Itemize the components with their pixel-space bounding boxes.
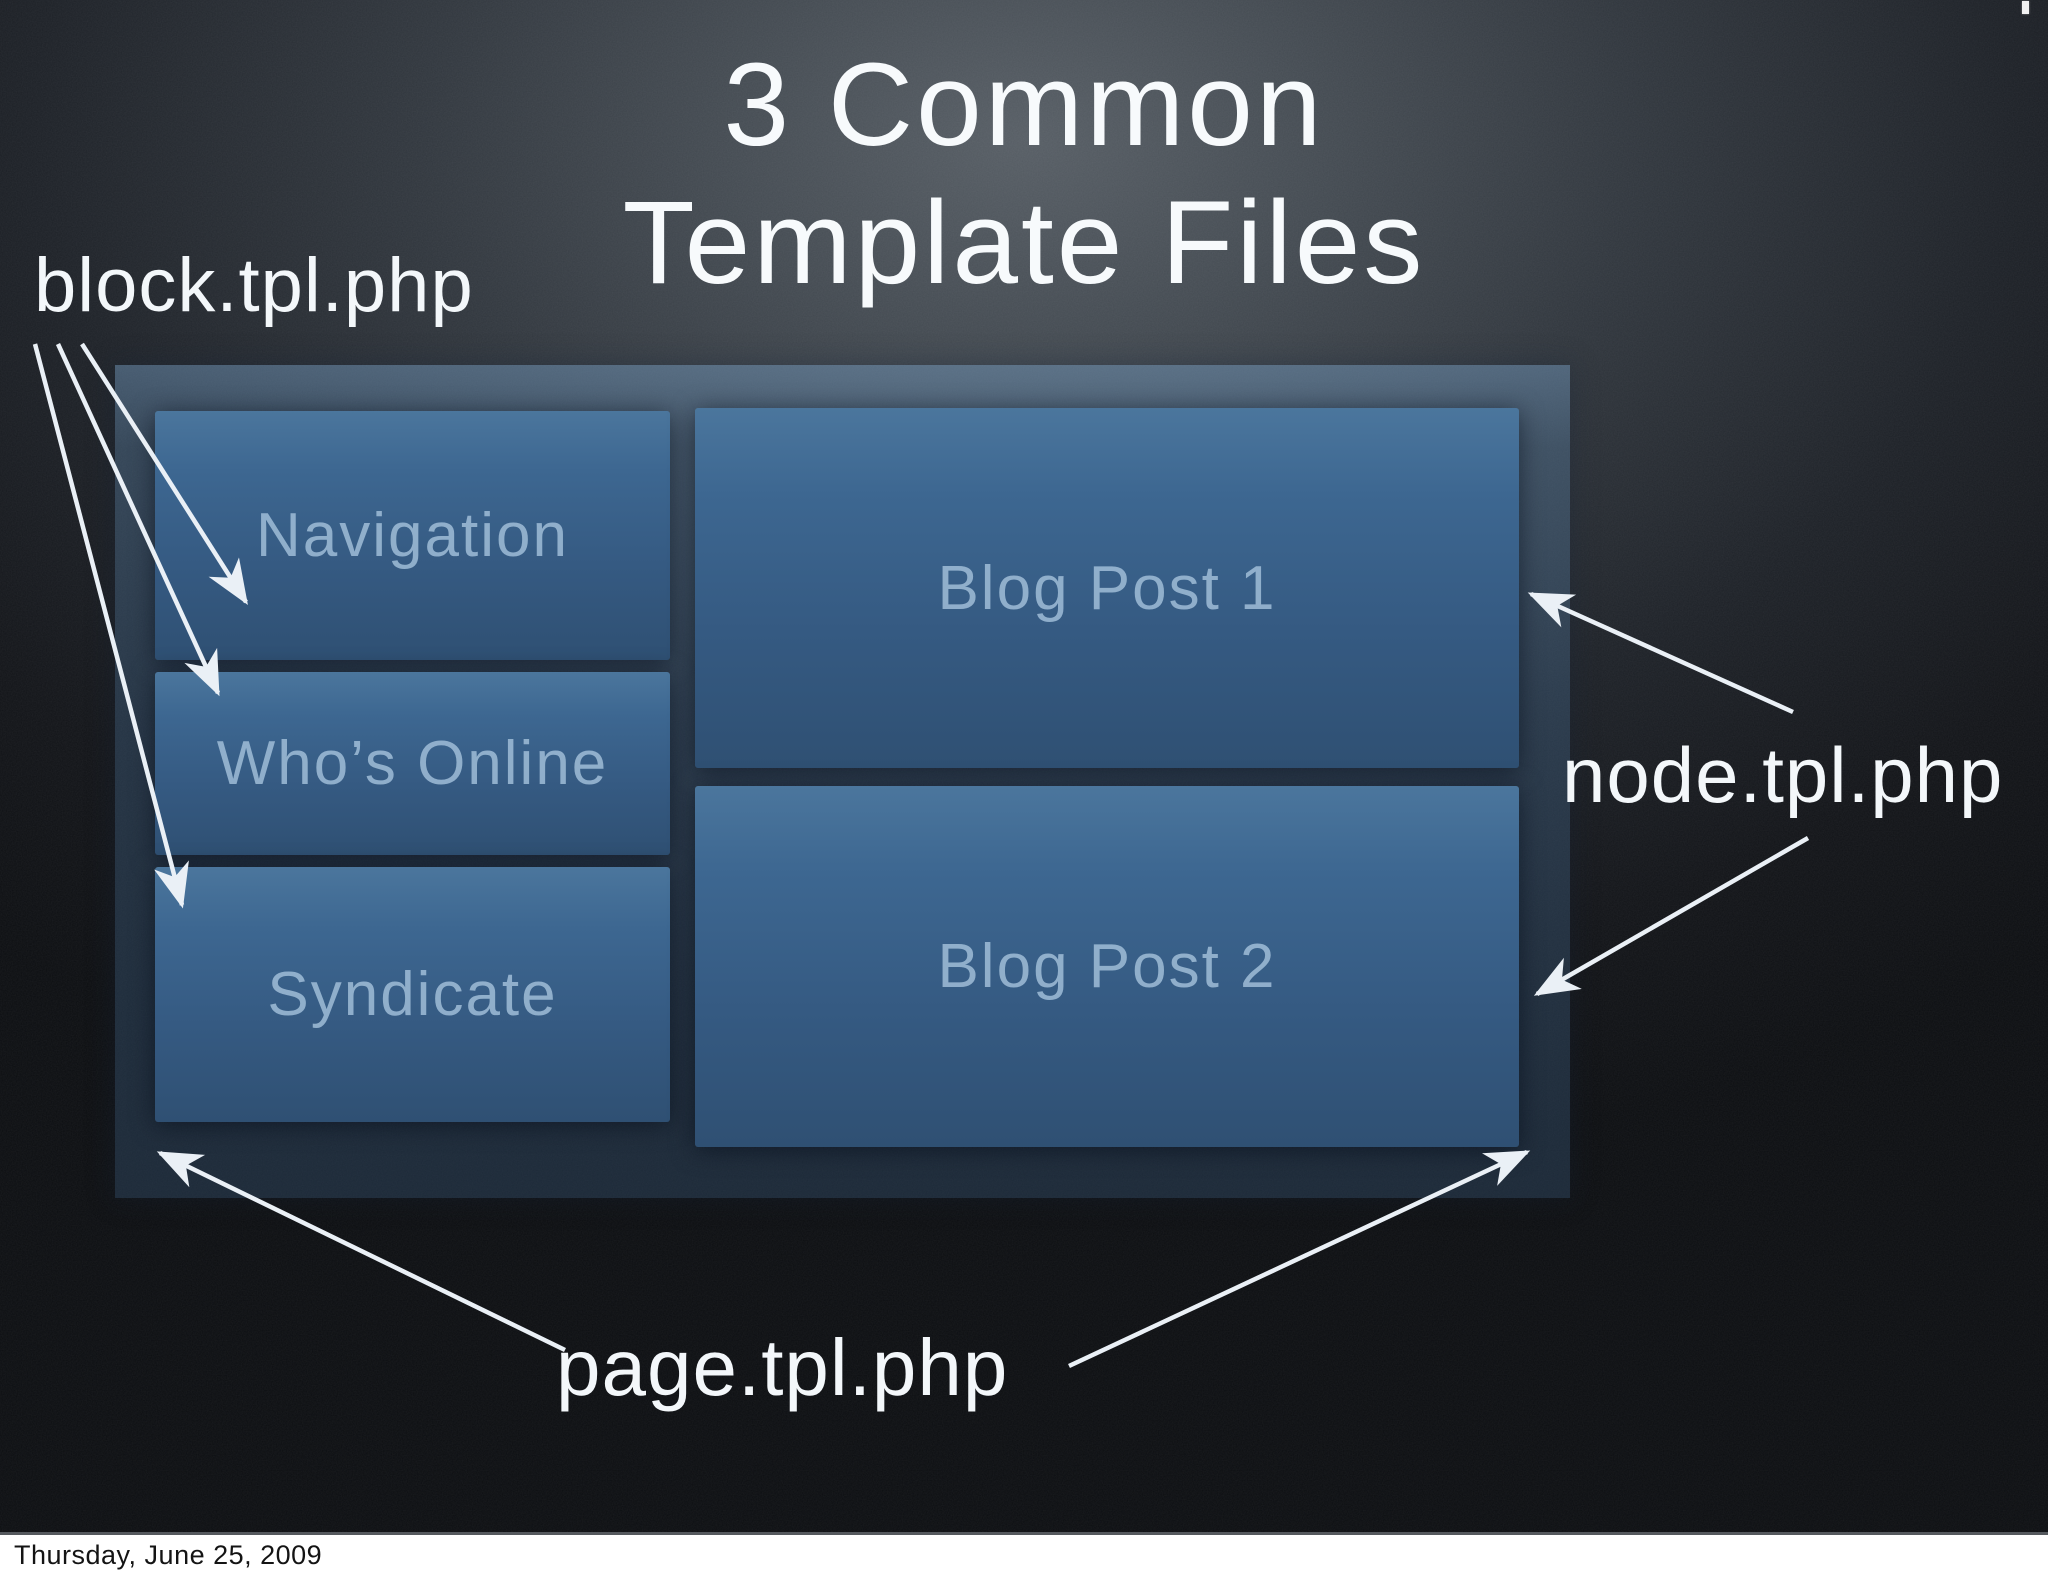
block-tpl-php-label: block.tpl.php [34, 243, 474, 328]
navigation-block-label: Navigation [256, 501, 569, 570]
page-region-panel: Navigation Who’s Online Syndicate Blog P… [115, 365, 1570, 1198]
slide-title: 3 Common Template Files [0, 36, 2048, 312]
slide-title-line-1: 3 Common [723, 39, 1325, 171]
syndicate-block-label: Syndicate [267, 960, 558, 1029]
page-tpl-php-label: page.tpl.php [556, 1323, 1009, 1412]
node-tpl-php-label: node.tpl.php [1562, 731, 2004, 819]
whos-online-block: Who’s Online [155, 672, 670, 855]
blog-post-1-block: Blog Post 1 [695, 408, 1519, 768]
slide-title-line-2: Template Files [622, 177, 1426, 310]
slide-date: Thursday, June 25, 2009 [14, 1540, 323, 1570]
syndicate-block: Syndicate [155, 867, 670, 1122]
blog-post-1-label: Blog Post 1 [937, 553, 1277, 623]
presenter-date-bar: Thursday, June 25, 2009 [0, 1532, 2048, 1576]
navigation-block: Navigation [155, 411, 670, 660]
blog-post-2-block: Blog Post 2 [695, 786, 1519, 1147]
whos-online-block-label: Who’s Online [216, 729, 609, 798]
corner-artifact [2022, 1, 2029, 14]
blog-post-2-label: Blog Post 2 [937, 932, 1277, 1001]
